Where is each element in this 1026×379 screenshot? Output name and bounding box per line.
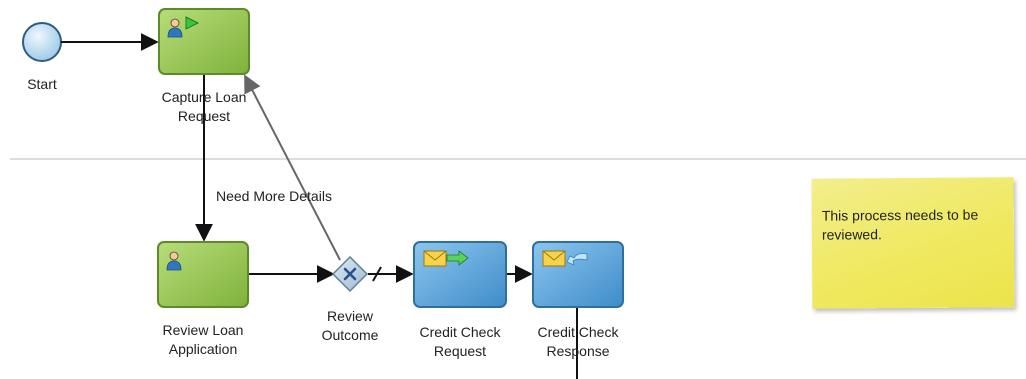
review-loan-application-label-line2: Application bbox=[168, 341, 238, 357]
review-loan-application-label-line1: Review Loan bbox=[162, 322, 244, 338]
flow-gateway-back-to-capture[interactable] bbox=[244, 74, 341, 261]
review-outcome-label: Review Outcome bbox=[310, 307, 390, 345]
task-review-loan-application[interactable] bbox=[157, 241, 249, 308]
gateway-review-outcome[interactable] bbox=[331, 255, 369, 293]
user-icon bbox=[166, 251, 182, 271]
capture-loan-request-label: Capture Loan Request bbox=[144, 88, 264, 126]
capture-loan-request-label-line1: Capture Loan bbox=[161, 89, 247, 105]
credit-check-response-label-line2: Response bbox=[546, 343, 610, 359]
credit-check-request-label-line1: Credit Check bbox=[419, 324, 501, 340]
need-more-details-label: Need More Details bbox=[216, 188, 332, 204]
credit-check-request-label-line2: Request bbox=[433, 343, 487, 359]
envelope-send-icon bbox=[423, 250, 469, 267]
exclusive-x-icon bbox=[343, 267, 357, 281]
start-event[interactable] bbox=[22, 22, 62, 62]
review-loan-application-label: Review Loan Application bbox=[143, 321, 263, 359]
annotation-note[interactable]: This process needs to be reviewed. bbox=[811, 177, 1015, 309]
task-capture-loan-request[interactable] bbox=[158, 8, 250, 75]
credit-check-response-label-line1: Credit Check bbox=[537, 324, 619, 340]
default-flow-slash bbox=[372, 266, 382, 282]
credit-check-request-label: Credit Check Request bbox=[400, 323, 520, 361]
start-event-label: Start bbox=[27, 76, 57, 92]
credit-check-response-label: Credit Check Response bbox=[518, 323, 638, 361]
review-outcome-label-line2: Outcome bbox=[321, 327, 379, 343]
capture-loan-request-label-line2: Request bbox=[177, 108, 231, 124]
envelope-receive-icon bbox=[542, 250, 588, 267]
task-credit-check-response[interactable] bbox=[532, 241, 624, 308]
user-icon bbox=[167, 18, 183, 38]
task-credit-check-request[interactable] bbox=[413, 241, 507, 308]
annotation-note-text: This process needs to be reviewed. bbox=[821, 206, 979, 243]
review-outcome-label-line1: Review bbox=[327, 308, 373, 324]
play-flag-icon bbox=[185, 16, 200, 30]
